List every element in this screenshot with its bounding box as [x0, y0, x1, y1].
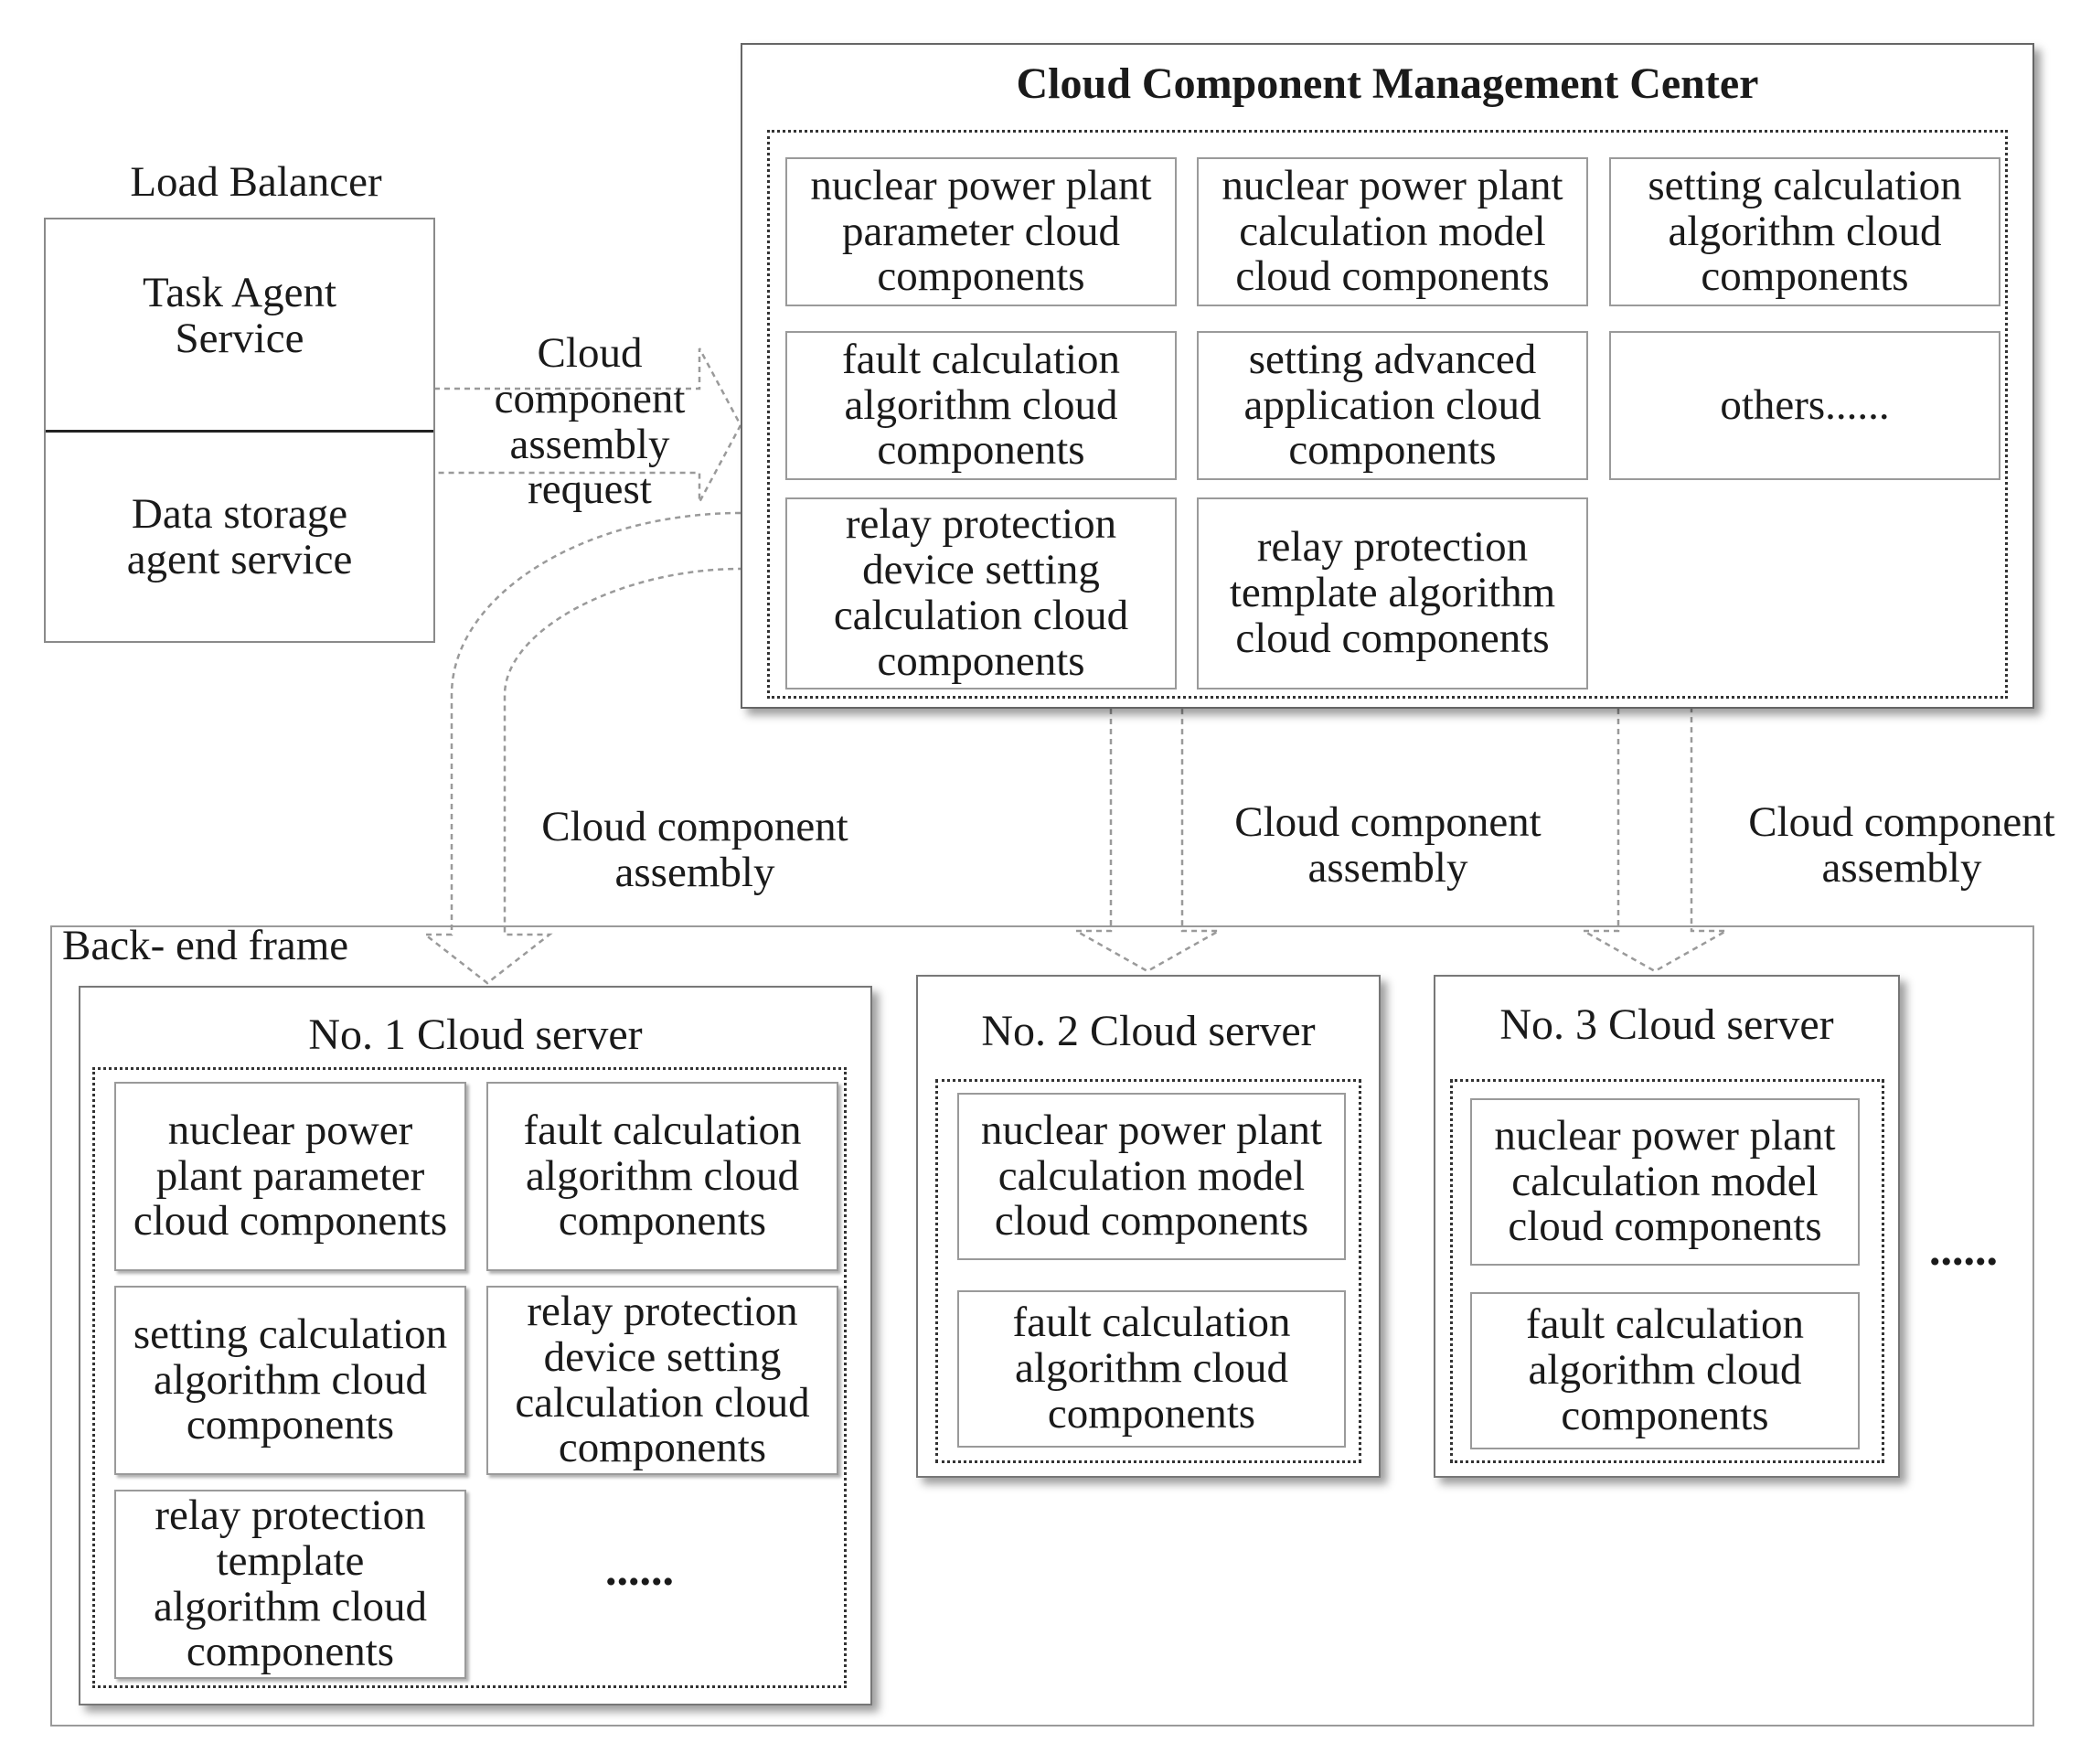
mc-component-others: others...... [1609, 331, 2000, 480]
cloud-server-2-components [935, 1079, 1361, 1463]
mc-component-npp-calc-model: nuclear power plant calculation model cl… [1197, 157, 1588, 306]
cloud-server-1-title: No. 1 Cloud server [308, 1010, 643, 1059]
cloud-server-2: No. 2 Cloud server nuclear power plant c… [916, 975, 1381, 1478]
load-balancer-label: Load Balancer [130, 158, 382, 206]
cloud-server-1-components [92, 1067, 847, 1688]
cloud-server-2-title: No. 2 Cloud server [981, 1007, 1316, 1055]
assembly-label-1: Cloud component assembly [541, 803, 848, 896]
mc-component-relay-template-algorithm: relay protection template algorithm clou… [1197, 497, 1588, 690]
task-agent-service: Task Agent Service [142, 269, 337, 362]
s3-component-npp-calc-model: nuclear power plant calculation model cl… [1470, 1098, 1860, 1266]
mc-component-setting-advanced-app: setting advanced application cloud compo… [1197, 331, 1588, 480]
s1-component-relay-device-setting: relay protection device setting calculat… [486, 1286, 838, 1475]
s1-component-setting-calc-algorithm: setting calculation algorithm cloud comp… [114, 1286, 466, 1475]
management-center-title: Cloud Component Management Center [1016, 59, 1759, 108]
mc-component-relay-device-setting: relay protection device setting calculat… [785, 497, 1177, 690]
mc-component-npp-parameter: nuclear power plant parameter cloud comp… [785, 157, 1177, 306]
s2-component-fault-calc-algorithm: fault calculation algorithm cloud compon… [957, 1290, 1346, 1448]
load-balancer-divider [46, 430, 433, 433]
cloud-server-3-components [1450, 1079, 1884, 1463]
s1-component-relay-template-algorithm: relay protection template algorithm clou… [114, 1490, 466, 1679]
load-balancer-box: Task Agent Service Data storage agent se… [44, 218, 435, 643]
s1-component-npp-parameter: nuclear power plant parameter cloud comp… [114, 1082, 466, 1271]
cloud-server-3-title: No. 3 Cloud server [1499, 1000, 1834, 1049]
s2-component-npp-calc-model: nuclear power plant calculation model cl… [957, 1093, 1346, 1260]
backend-frame-label: Back- end frame [62, 922, 349, 969]
management-center: Cloud Component Management Center nuclea… [741, 43, 2034, 709]
cloud-server-3: No. 3 Cloud server nuclear power plant c… [1434, 975, 1900, 1478]
management-center-components [767, 130, 2008, 699]
s1-component-fault-calc-algorithm: fault calculation algorithm cloud compon… [486, 1082, 838, 1271]
assembly-label-3: Cloud component assembly [1748, 798, 2055, 892]
mc-component-fault-calc-algorithm: fault calculation algorithm cloud compon… [785, 331, 1177, 480]
s1-more-ellipsis: ...... [605, 1544, 674, 1595]
backend-frame [50, 925, 2034, 1727]
request-arrow-label: Cloud component assembly request [494, 329, 686, 514]
assembly-label-2: Cloud component assembly [1234, 798, 1542, 892]
cloud-server-1: No. 1 Cloud server nuclear power plant p… [79, 986, 872, 1705]
data-storage-agent-service: Data storage agent service [126, 490, 353, 583]
assembly-arrow-1 [421, 511, 741, 985]
assembly-arrow-3 [1579, 709, 1731, 973]
backend-more-ellipsis: ...... [1929, 1224, 1998, 1275]
mc-component-setting-calc-algorithm: setting calculation algorithm cloud comp… [1609, 157, 2000, 306]
assembly-arrow-2 [1072, 709, 1223, 973]
s3-component-fault-calc-algorithm: fault calculation algorithm cloud compon… [1470, 1292, 1860, 1449]
